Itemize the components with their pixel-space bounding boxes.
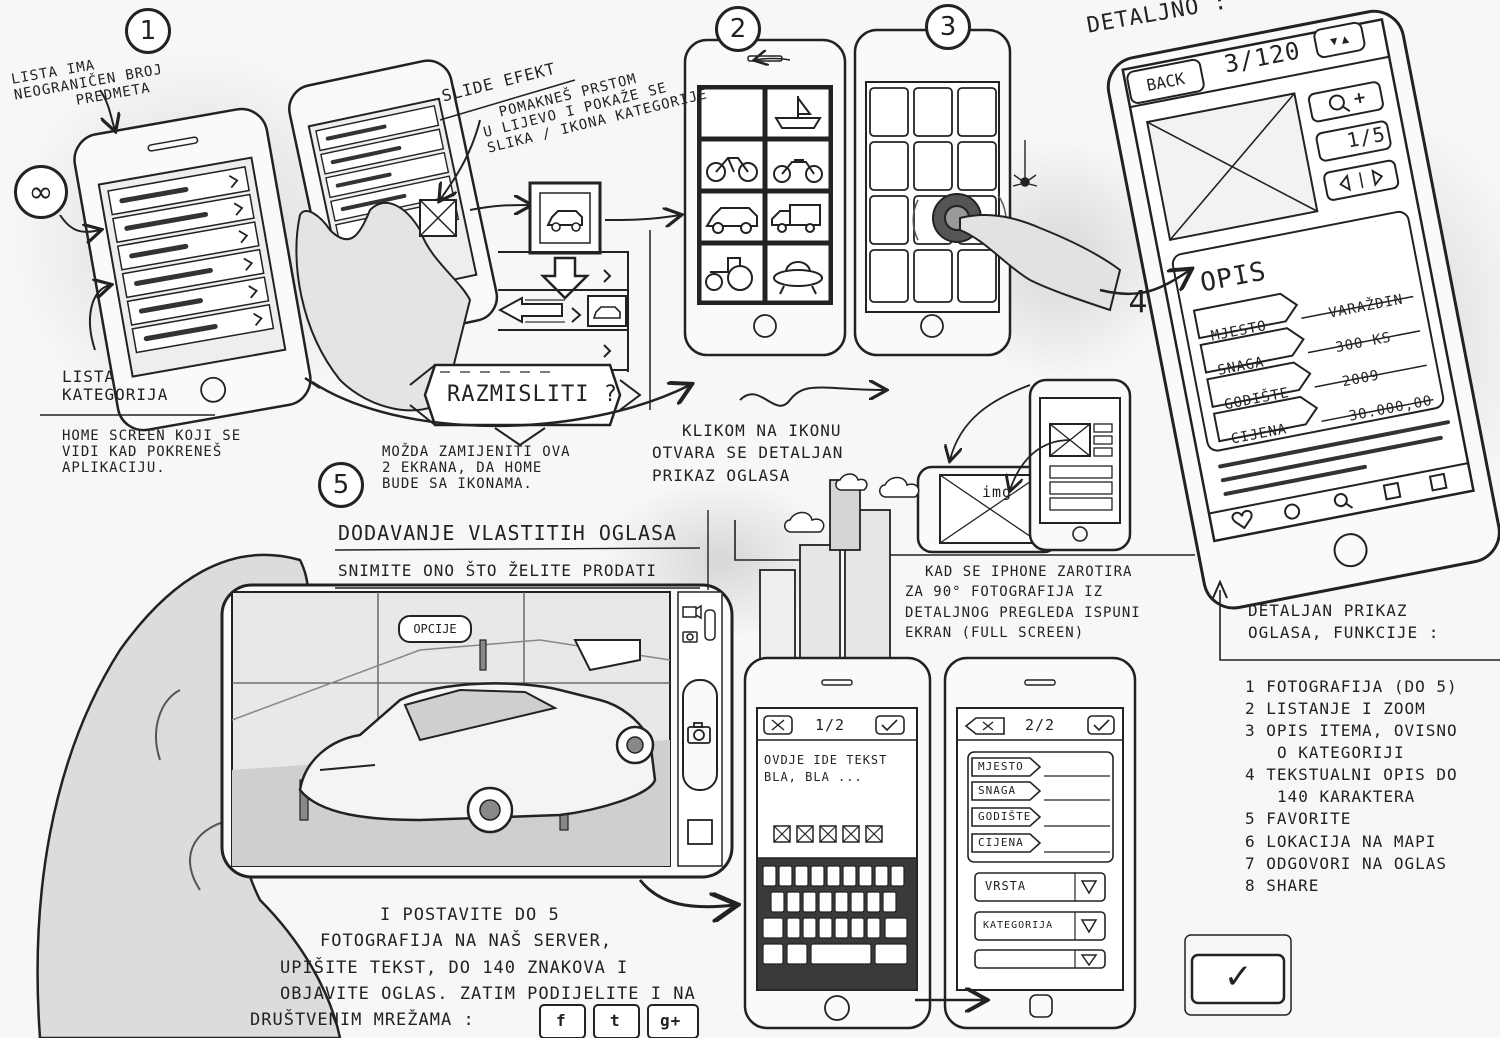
rotate-note-line: KAD SE IPHONE ZAROTIRA — [925, 564, 1133, 580]
phone-icons-sketch — [683, 38, 847, 357]
form2-counter: 2/2 — [1025, 716, 1056, 734]
truck-icon — [771, 204, 821, 233]
rotate-note-line: ZA 90° FOTOGRAFIJA IZ — [905, 584, 1104, 601]
form2-select-kategorija[interactable]: KATEGORIJA — [983, 920, 1054, 931]
step-5-badge: 5 — [318, 462, 364, 508]
function-item: 5 FAVORITE — [1245, 809, 1352, 829]
functions-title: DETALJAN PRIKAZ OGLASA, FUNKCIJE : — [1248, 600, 1439, 643]
form-phone-text-sketch — [743, 656, 932, 1030]
think-note-line: BUDE SA IKONAMA. — [382, 476, 533, 493]
click-note-line: OTVARA SE DETALJAN — [652, 443, 844, 463]
field-value: VARAŽDIN — [1327, 291, 1405, 323]
form1-text-line: BLA, BLA ... — [764, 769, 863, 784]
step-1-badge: 1 — [125, 8, 171, 54]
category-list-label: LISTA KATEGORIJA — [62, 367, 169, 405]
tractor-icon — [705, 257, 753, 291]
function-item: 6 LOKACIJA NA MAPI — [1245, 831, 1437, 851]
think-note-line: MOŽDA ZAMIJENITI OVA — [382, 444, 571, 460]
function-item: 140 KARAKTERA — [1277, 787, 1416, 807]
function-item: O KATEGORIJI — [1277, 743, 1405, 763]
sort-up-icon[interactable]: ▲ — [1340, 31, 1350, 47]
sort-down-icon[interactable]: ▼ — [1329, 33, 1339, 49]
functions-title-line: DETALJAN PRIKAZ — [1248, 601, 1408, 620]
car-icon — [705, 207, 758, 234]
category-list-label-line: KATEGORIJA — [62, 385, 169, 405]
think-note-line: 2 EKRANA, DA HOME — [382, 460, 543, 477]
motorcycle-icon — [773, 159, 823, 183]
phone-detail-sketch — [1106, 9, 1500, 610]
function-item: 4 TEKSTUALNI OPIS DO — [1245, 765, 1458, 785]
click-note-line: KLIKOM NA IKONU — [682, 421, 842, 440]
ufo-icon — [773, 261, 823, 295]
camera-shutter-icon — [687, 722, 711, 744]
click-note-line: PRIKAZ OGLASA — [652, 465, 791, 485]
field-label: CIJENA — [1229, 421, 1289, 449]
functions-list: 1 FOTOGRAFIJA (DO 5) 2 LISTANJE I ZOOM 3… — [1245, 676, 1458, 897]
form1-text-area[interactable]: OVDJE IDE TEKST BLA, BLA ... — [764, 752, 887, 786]
think-banner: RAZMISLITI ? — [447, 382, 618, 407]
field-value: 30.000,00 — [1347, 393, 1434, 426]
form1-text-line: OVDJE IDE TEKST — [764, 753, 888, 767]
form1-counter: 1/2 — [815, 716, 846, 734]
home-note-line: HOME SCREEN KOJI SE — [62, 428, 242, 444]
confirm-check-icon[interactable]: ✓ — [1224, 957, 1254, 997]
click-icon-note: KLIKOM NA IKONU OTVARA SE DETALJAN PRIKA… — [652, 420, 843, 487]
google-plus-button[interactable]: g+ — [660, 1011, 682, 1030]
step-2-badge: 2 — [715, 6, 761, 52]
add-ads-title: DODAVANJE VLASTITIH OGLASA — [338, 521, 678, 545]
functions-title-line: OGLASA, FUNKCIJE : — [1248, 622, 1440, 642]
form-phone-fields-sketch — [943, 656, 1137, 1030]
upload-note-line: DRUŠTVENIM MREŽAMA : — [250, 1010, 475, 1031]
field-value: 2009 — [1340, 367, 1382, 391]
home-screen-note: HOME SCREEN KOJI SE VIDI KAD POKRENEŠ AP… — [62, 428, 241, 476]
upload-note-line: FOTOGRAFIJA NA NAŠ SERVER, — [320, 931, 613, 952]
function-item: 7 ODGOVORI NA OGLAS — [1245, 853, 1448, 873]
upload-note: I POSTAVITE DO 5 FOTOGRAFIJA NA NAŠ SERV… — [250, 902, 696, 1034]
step-4-badge: 4 — [1128, 284, 1148, 320]
form2-select-vrsta[interactable]: VRSTA — [985, 879, 1027, 893]
function-item: 1 FOTOGRAFIJA (DO 5) — [1245, 677, 1458, 696]
twitter-button[interactable]: t — [610, 1011, 621, 1030]
home-note-line: VIDI KAD POKRENEŠ — [62, 444, 223, 461]
img-label: img — [982, 483, 1013, 501]
add-ads-subtitle: SNIMITE ONO ŠTO ŽELITE PRODATI — [338, 561, 657, 580]
upload-note-line: OBJAVITE OGLAS. ZATIM PODIJELITE I NA — [280, 984, 696, 1005]
form2-field-godiste[interactable]: GODIŠTE — [978, 810, 1032, 823]
rotate-note-line: DETALJNOG PREGLEDA ISPUNI — [905, 604, 1141, 621]
upload-note-line: I POSTAVITE DO 5 — [380, 905, 560, 925]
form2-field-cijena[interactable]: CIJENA — [978, 836, 1024, 849]
photo-mode-icon — [682, 631, 698, 643]
rotate-note: KAD SE IPHONE ZAROTIRA ZA 90° FOTOGRAFIJ… — [905, 562, 1141, 643]
phone-list-sketch — [73, 107, 312, 432]
facebook-button[interactable]: f — [556, 1011, 567, 1030]
function-item: 8 SHARE — [1245, 875, 1320, 895]
category-list-label-line: LISTA — [62, 367, 116, 386]
step-3-badge: 3 — [925, 4, 971, 50]
options-button[interactable]: OPCIJE — [398, 615, 472, 643]
camera-phone-sketch — [220, 583, 734, 879]
ship-icon — [774, 96, 822, 129]
rotate-note-line: EKRAN (FULL SCREEN) — [905, 624, 1085, 641]
home-note-line: APLIKACIJU. — [62, 460, 166, 477]
spider-doodle — [1012, 140, 1038, 187]
upload-note-line: UPIŠITE TEKST, DO 140 ZNAKOVA I — [280, 957, 629, 978]
video-icon — [682, 604, 702, 620]
phone-tap-sketch — [853, 28, 1012, 357]
think-note: MOŽDA ZAMIJENITI OVA 2 EKRANA, DA HOME B… — [382, 444, 571, 492]
bicycle-icon — [706, 157, 758, 182]
city-doodle — [759, 479, 891, 666]
function-item: 2 LISTANJE I ZOOM — [1245, 699, 1426, 719]
function-item: 3 OPIS ITEMA, OVISNO — [1245, 721, 1458, 741]
form2-field-snaga[interactable]: SNAGA — [978, 784, 1017, 797]
form2-field-mjesto[interactable]: MJESTO — [978, 760, 1024, 773]
infinity-badge: ∞ — [14, 165, 68, 219]
field-value: 300 KS — [1334, 329, 1393, 357]
